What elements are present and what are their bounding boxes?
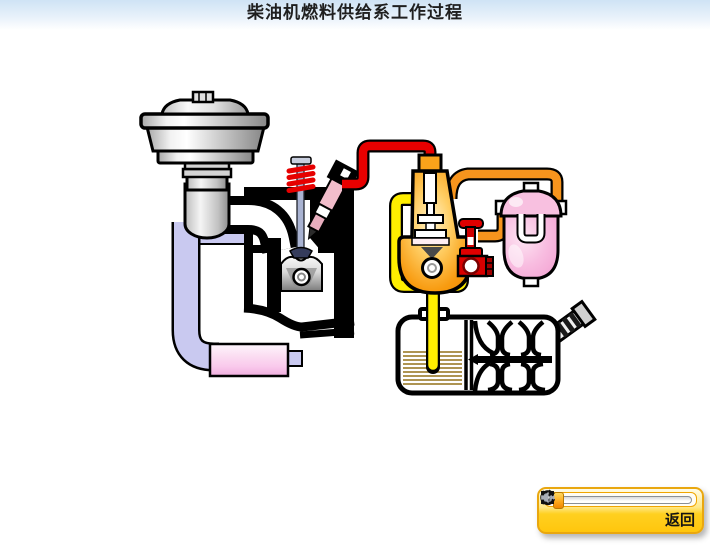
piston: [280, 255, 323, 292]
progress-bar-box: [544, 492, 697, 509]
page-title: 柴油机燃料供给系工作过程: [0, 0, 710, 30]
hand-primer-pump: [456, 218, 494, 278]
mute-icon[interactable]: [539, 489, 556, 506]
intake-elbow: [183, 174, 231, 240]
valve-spring: [286, 164, 316, 193]
air-filter: [139, 90, 270, 179]
player-buttons-row: 返回: [539, 489, 702, 529]
high-pressure-fuel-pipe: [342, 139, 437, 191]
progress-track[interactable]: [549, 492, 692, 509]
return-button[interactable]: 返回: [664, 512, 695, 529]
muffler: [208, 342, 303, 378]
air-filter-wingnut: [191, 90, 215, 104]
pump-plunger: [411, 172, 450, 259]
engine-cylinder: [224, 156, 359, 339]
intake-valve: [288, 156, 314, 259]
exhaust-pipe: [171, 222, 253, 372]
player-control-panel: 返回: [537, 487, 704, 534]
tank-baffles: [472, 320, 552, 393]
fuel-filter: [494, 181, 568, 288]
